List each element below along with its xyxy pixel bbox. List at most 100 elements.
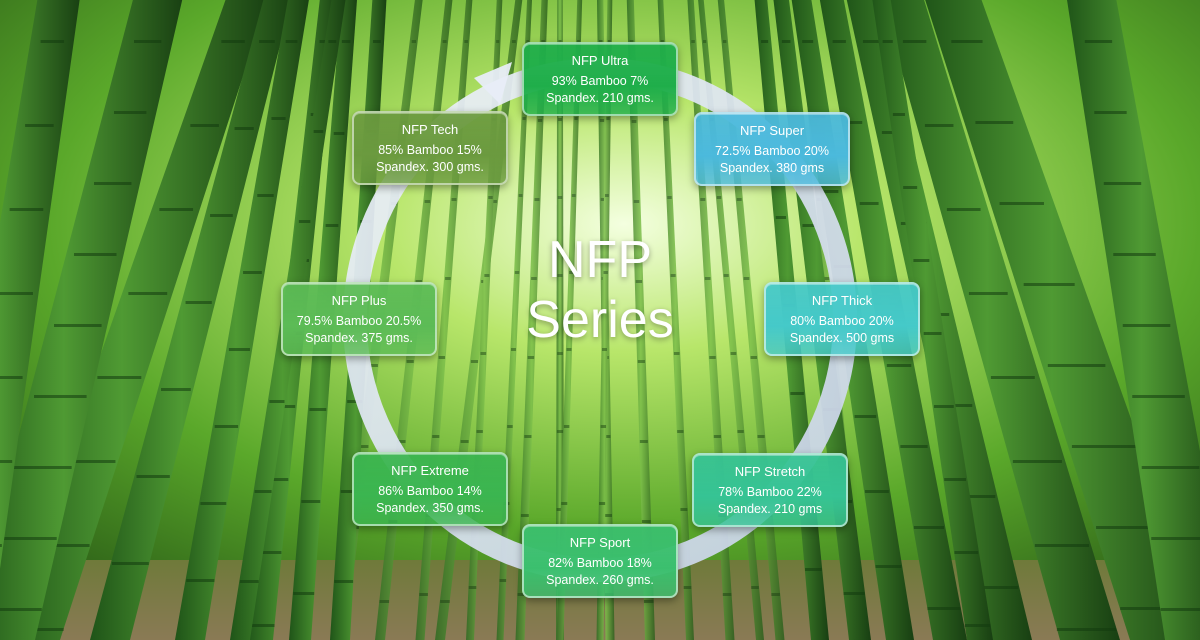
bamboo-node xyxy=(599,40,603,43)
bamboo-node xyxy=(527,356,535,359)
bamboo-node xyxy=(709,356,716,359)
bamboo-node xyxy=(419,593,428,596)
bamboo-node xyxy=(243,271,262,274)
bamboo-node xyxy=(537,119,543,122)
bamboo-node xyxy=(514,271,520,274)
bamboo-node xyxy=(259,40,275,43)
bamboo-node xyxy=(556,508,564,511)
node-description: 86% Bamboo 14% Spandex. 350 gms. xyxy=(376,484,484,515)
node-description: 72.5% Bamboo 20% Spandex. 380 gms xyxy=(715,144,829,175)
bamboo-node xyxy=(900,445,928,448)
bamboo-node xyxy=(340,490,358,493)
bamboo-node xyxy=(722,593,732,596)
bamboo-node xyxy=(228,348,250,351)
bamboo-node xyxy=(397,440,406,443)
bamboo-node xyxy=(507,425,513,428)
bamboo-node xyxy=(254,490,272,493)
bamboo-node xyxy=(438,356,446,359)
bamboo-node xyxy=(1047,364,1106,367)
bamboo-node xyxy=(913,259,930,262)
bamboo-node xyxy=(373,40,381,43)
bamboo-node xyxy=(522,117,526,120)
bamboo-node xyxy=(563,425,570,428)
bamboo-node xyxy=(802,40,814,43)
bamboo-node xyxy=(556,430,564,433)
bamboo-node xyxy=(805,568,822,571)
bamboo-node xyxy=(370,364,378,367)
bamboo-node xyxy=(691,40,695,43)
bamboo-node xyxy=(1034,544,1090,547)
bamboo-node xyxy=(771,593,780,596)
bamboo-node xyxy=(673,352,680,355)
bamboo-node xyxy=(499,579,507,582)
bamboo-node xyxy=(234,127,254,130)
bamboo-node xyxy=(1122,324,1171,327)
node-description: 93% Bamboo 7% Spandex. 210 gms. xyxy=(546,74,654,105)
bamboo-node xyxy=(190,124,219,127)
node-description: 85% Bamboo 15% Spandex. 300 gms. xyxy=(376,143,484,174)
bamboo-node xyxy=(484,274,490,277)
bamboo-node xyxy=(865,490,889,493)
bamboo-node xyxy=(683,586,692,589)
bamboo-node xyxy=(524,435,532,438)
bamboo-node xyxy=(660,40,664,43)
bamboo-node xyxy=(319,40,330,43)
bamboo-node xyxy=(488,196,493,199)
bamboo-stalk xyxy=(0,0,80,569)
bamboo-node xyxy=(954,551,979,554)
bamboo-node xyxy=(604,514,612,517)
bamboo-node xyxy=(561,502,568,505)
bamboo-node xyxy=(975,121,1014,124)
bamboo-node xyxy=(635,280,643,283)
node-nfp-thick: NFP Thick 80% Bamboo 20% Spandex. 500 gm… xyxy=(764,282,920,356)
bamboo-node xyxy=(557,274,563,277)
bamboo-node xyxy=(239,580,259,583)
bamboo-node xyxy=(496,40,500,43)
bamboo-node xyxy=(892,113,905,116)
bamboo-node xyxy=(1160,608,1200,611)
bamboo-node xyxy=(442,40,447,43)
bamboo-node xyxy=(823,190,839,193)
bamboo-node xyxy=(468,586,477,589)
bamboo-node xyxy=(957,495,996,498)
bamboo-node xyxy=(440,600,450,603)
node-name: NFP Stretch xyxy=(734,464,806,479)
node-nfp-sport: NFP Sport 82% Bamboo 18% Spandex. 260 gm… xyxy=(522,524,678,598)
bamboo-node xyxy=(933,405,954,408)
bamboo-node xyxy=(40,40,65,43)
node-description: 79.5% Bamboo 20.5% Spandex. 375 gms. xyxy=(296,314,422,345)
bamboo-node xyxy=(859,202,879,205)
node-name: NFP Extreme xyxy=(391,463,469,478)
bamboo-node xyxy=(677,430,684,433)
node-nfp-tech: NFP Tech 85% Bamboo 15% Spandex. 300 gms… xyxy=(352,111,508,185)
center-title-line-1: NFP xyxy=(548,231,652,289)
bamboo-node xyxy=(14,466,72,469)
node-name: NFP Sport xyxy=(569,535,631,550)
bamboo-node xyxy=(790,392,804,395)
bamboo-node xyxy=(557,196,563,199)
bamboo-node xyxy=(301,500,321,503)
bamboo-node xyxy=(968,292,1008,295)
bamboo-node xyxy=(743,277,750,280)
bamboo-stalk xyxy=(1067,0,1200,640)
bamboo-node xyxy=(964,624,991,627)
bamboo-node xyxy=(1056,628,1117,631)
node-nfp-extreme: NFP Extreme 86% Bamboo 14% Spandex. 350 … xyxy=(352,452,508,526)
bamboo-node xyxy=(938,404,973,407)
bamboo-node xyxy=(633,200,640,203)
bamboo-node xyxy=(35,544,90,547)
bamboo-node xyxy=(903,186,918,189)
bamboo-node xyxy=(275,405,296,408)
bamboo-node xyxy=(186,579,215,582)
bamboo-node xyxy=(1113,253,1156,256)
bamboo-node xyxy=(736,198,742,201)
bamboo-node xyxy=(1103,182,1142,185)
bamboo-node xyxy=(700,198,706,201)
bamboo-node xyxy=(643,600,654,603)
bamboo-node xyxy=(1132,395,1185,398)
bamboo-stalk xyxy=(90,0,292,640)
bamboo-node xyxy=(0,292,33,295)
bamboo-node xyxy=(520,514,529,517)
bamboo-node xyxy=(704,277,711,280)
bamboo-node xyxy=(136,475,170,478)
